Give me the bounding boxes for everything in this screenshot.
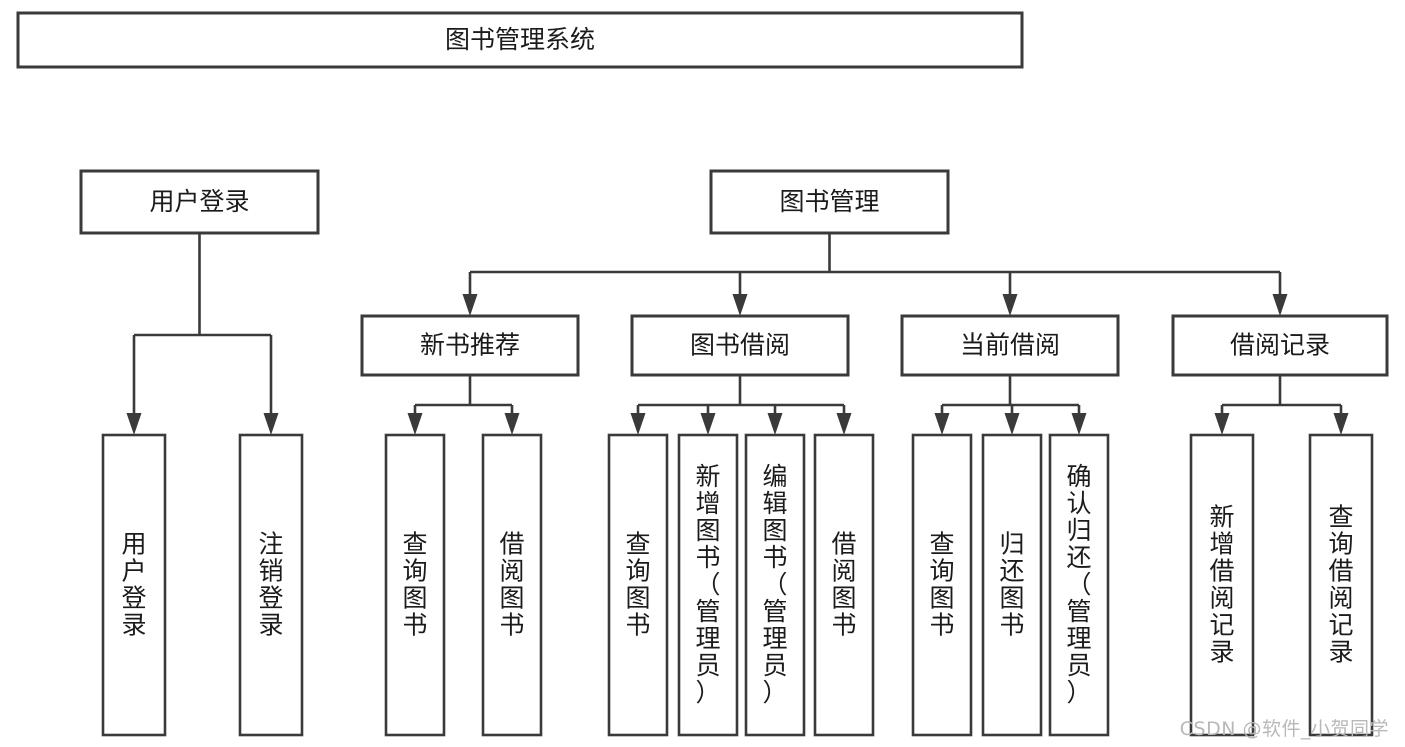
node-box-leaf-borrow-book-2 xyxy=(813,433,875,737)
node-box-leaf-edit-book xyxy=(744,433,806,737)
node-label-leaf-query-book-2: 查询图书 xyxy=(625,530,650,640)
arrowhead-leaf-logout-login xyxy=(263,413,279,435)
node-borrow-record[interactable]: 借阅记录 xyxy=(1171,314,1389,377)
node-box-new-book-recommend xyxy=(360,314,580,377)
node-box-user-login xyxy=(79,169,320,235)
node-leaf-add-borrow-record[interactable]: 新增借阅记录 xyxy=(1189,433,1255,737)
node-box-borrow-record xyxy=(1171,314,1389,377)
arrowhead-leaf-query-borrow-record xyxy=(1333,413,1349,435)
node-book-manage[interactable]: 图书管理 xyxy=(709,169,950,235)
node-label-leaf-logout-login: 注销登录 xyxy=(258,530,283,640)
node-box-current-borrow xyxy=(900,314,1120,377)
node-label-leaf-edit-book: 编辑图书（管理员） xyxy=(762,462,787,707)
arrowhead-leaf-query-book-2 xyxy=(630,413,646,435)
node-new-book-recommend[interactable]: 新书推荐 xyxy=(360,314,580,377)
node-leaf-query-book-3[interactable]: 查询图书 xyxy=(911,433,973,737)
node-current-borrow[interactable]: 当前借阅 xyxy=(900,314,1120,377)
connector-layer xyxy=(126,233,1349,435)
csdn-watermark: CSDN @软件_小贺同学 xyxy=(1179,718,1389,740)
node-layer: 图书管理系统用户登录图书管理新书推荐图书借阅当前借阅借阅记录用户登录注销登录查询… xyxy=(16,11,1389,737)
node-label-leaf-query-book-1: 查询图书 xyxy=(402,530,427,640)
node-box-leaf-logout-login xyxy=(238,433,304,737)
node-label-leaf-query-book-3: 查询图书 xyxy=(929,530,954,640)
node-box-book-borrow xyxy=(630,314,850,377)
node-leaf-borrow-book-1[interactable]: 借阅图书 xyxy=(481,433,543,737)
node-label-current-borrow: 当前借阅 xyxy=(960,331,1060,360)
node-leaf-borrow-book-2[interactable]: 借阅图书 xyxy=(813,433,875,737)
node-box-book-manage xyxy=(709,169,950,235)
node-label-leaf-return-book: 归还图书 xyxy=(999,530,1024,640)
node-user-login[interactable]: 用户登录 xyxy=(79,169,320,235)
node-label-leaf-add-book: 新增图书（管理员） xyxy=(695,462,720,707)
node-label-leaf-add-borrow-record: 新增借阅记录 xyxy=(1209,503,1234,667)
node-label-leaf-borrow-book-2: 借阅图书 xyxy=(831,530,856,640)
node-label-root: 图书管理系统 xyxy=(445,25,595,54)
arrowhead-leaf-query-book-1 xyxy=(407,413,423,435)
node-box-leaf-return-book xyxy=(981,433,1043,737)
arrowhead-new-book-recommend xyxy=(462,294,478,316)
node-box-leaf-query-borrow-record xyxy=(1308,433,1374,737)
node-root[interactable]: 图书管理系统 xyxy=(16,11,1024,69)
node-leaf-query-borrow-record[interactable]: 查询借阅记录 xyxy=(1308,433,1374,737)
arrowhead-leaf-confirm-return xyxy=(1071,413,1087,435)
arrowhead-leaf-query-book-3 xyxy=(934,413,950,435)
node-leaf-query-book-2[interactable]: 查询图书 xyxy=(607,433,669,737)
node-label-borrow-record: 借阅记录 xyxy=(1230,331,1330,360)
arrowhead-leaf-edit-book xyxy=(767,413,783,435)
node-box-leaf-confirm-return xyxy=(1048,433,1110,737)
node-box-leaf-query-book-3 xyxy=(911,433,973,737)
node-box-leaf-add-book xyxy=(677,433,739,737)
node-box-leaf-add-borrow-record xyxy=(1189,433,1255,737)
arrowhead-leaf-borrow-book-1 xyxy=(504,413,520,435)
node-label-user-login: 用户登录 xyxy=(149,187,249,216)
arrowhead-leaf-user-login xyxy=(126,413,142,435)
node-leaf-user-login[interactable]: 用户登录 xyxy=(101,433,167,737)
node-label-leaf-user-login: 用户登录 xyxy=(121,530,146,640)
node-label-leaf-confirm-return: 确认归还（管理员） xyxy=(1066,462,1091,707)
node-book-borrow[interactable]: 图书借阅 xyxy=(630,314,850,377)
node-leaf-logout-login[interactable]: 注销登录 xyxy=(238,433,304,737)
node-leaf-confirm-return[interactable]: 确认归还（管理员） xyxy=(1048,433,1110,737)
arrowhead-leaf-add-borrow-record xyxy=(1214,413,1230,435)
arrowhead-leaf-add-book xyxy=(700,413,716,435)
node-leaf-add-book[interactable]: 新增图书（管理员） xyxy=(677,433,739,737)
arrowhead-book-borrow xyxy=(732,294,748,316)
node-box-leaf-borrow-book-1 xyxy=(481,433,543,737)
node-box-leaf-user-login xyxy=(101,433,167,737)
node-box-root xyxy=(16,11,1024,69)
arrowhead-borrow-record xyxy=(1272,294,1288,316)
arrowhead-leaf-return-book xyxy=(1004,413,1020,435)
node-leaf-query-book-1[interactable]: 查询图书 xyxy=(384,433,446,737)
node-label-new-book-recommend: 新书推荐 xyxy=(420,331,520,360)
node-leaf-return-book[interactable]: 归还图书 xyxy=(981,433,1043,737)
node-label-leaf-borrow-book-1: 借阅图书 xyxy=(499,530,524,640)
node-leaf-edit-book[interactable]: 编辑图书（管理员） xyxy=(744,433,806,737)
node-label-leaf-query-borrow-record: 查询借阅记录 xyxy=(1328,503,1353,667)
node-box-leaf-query-book-2 xyxy=(607,433,669,737)
node-box-leaf-query-book-1 xyxy=(384,433,446,737)
arrowhead-current-borrow xyxy=(1002,294,1018,316)
node-label-book-manage: 图书管理 xyxy=(779,187,879,216)
arrowhead-leaf-borrow-book-2 xyxy=(836,413,852,435)
node-label-book-borrow: 图书借阅 xyxy=(690,331,790,360)
